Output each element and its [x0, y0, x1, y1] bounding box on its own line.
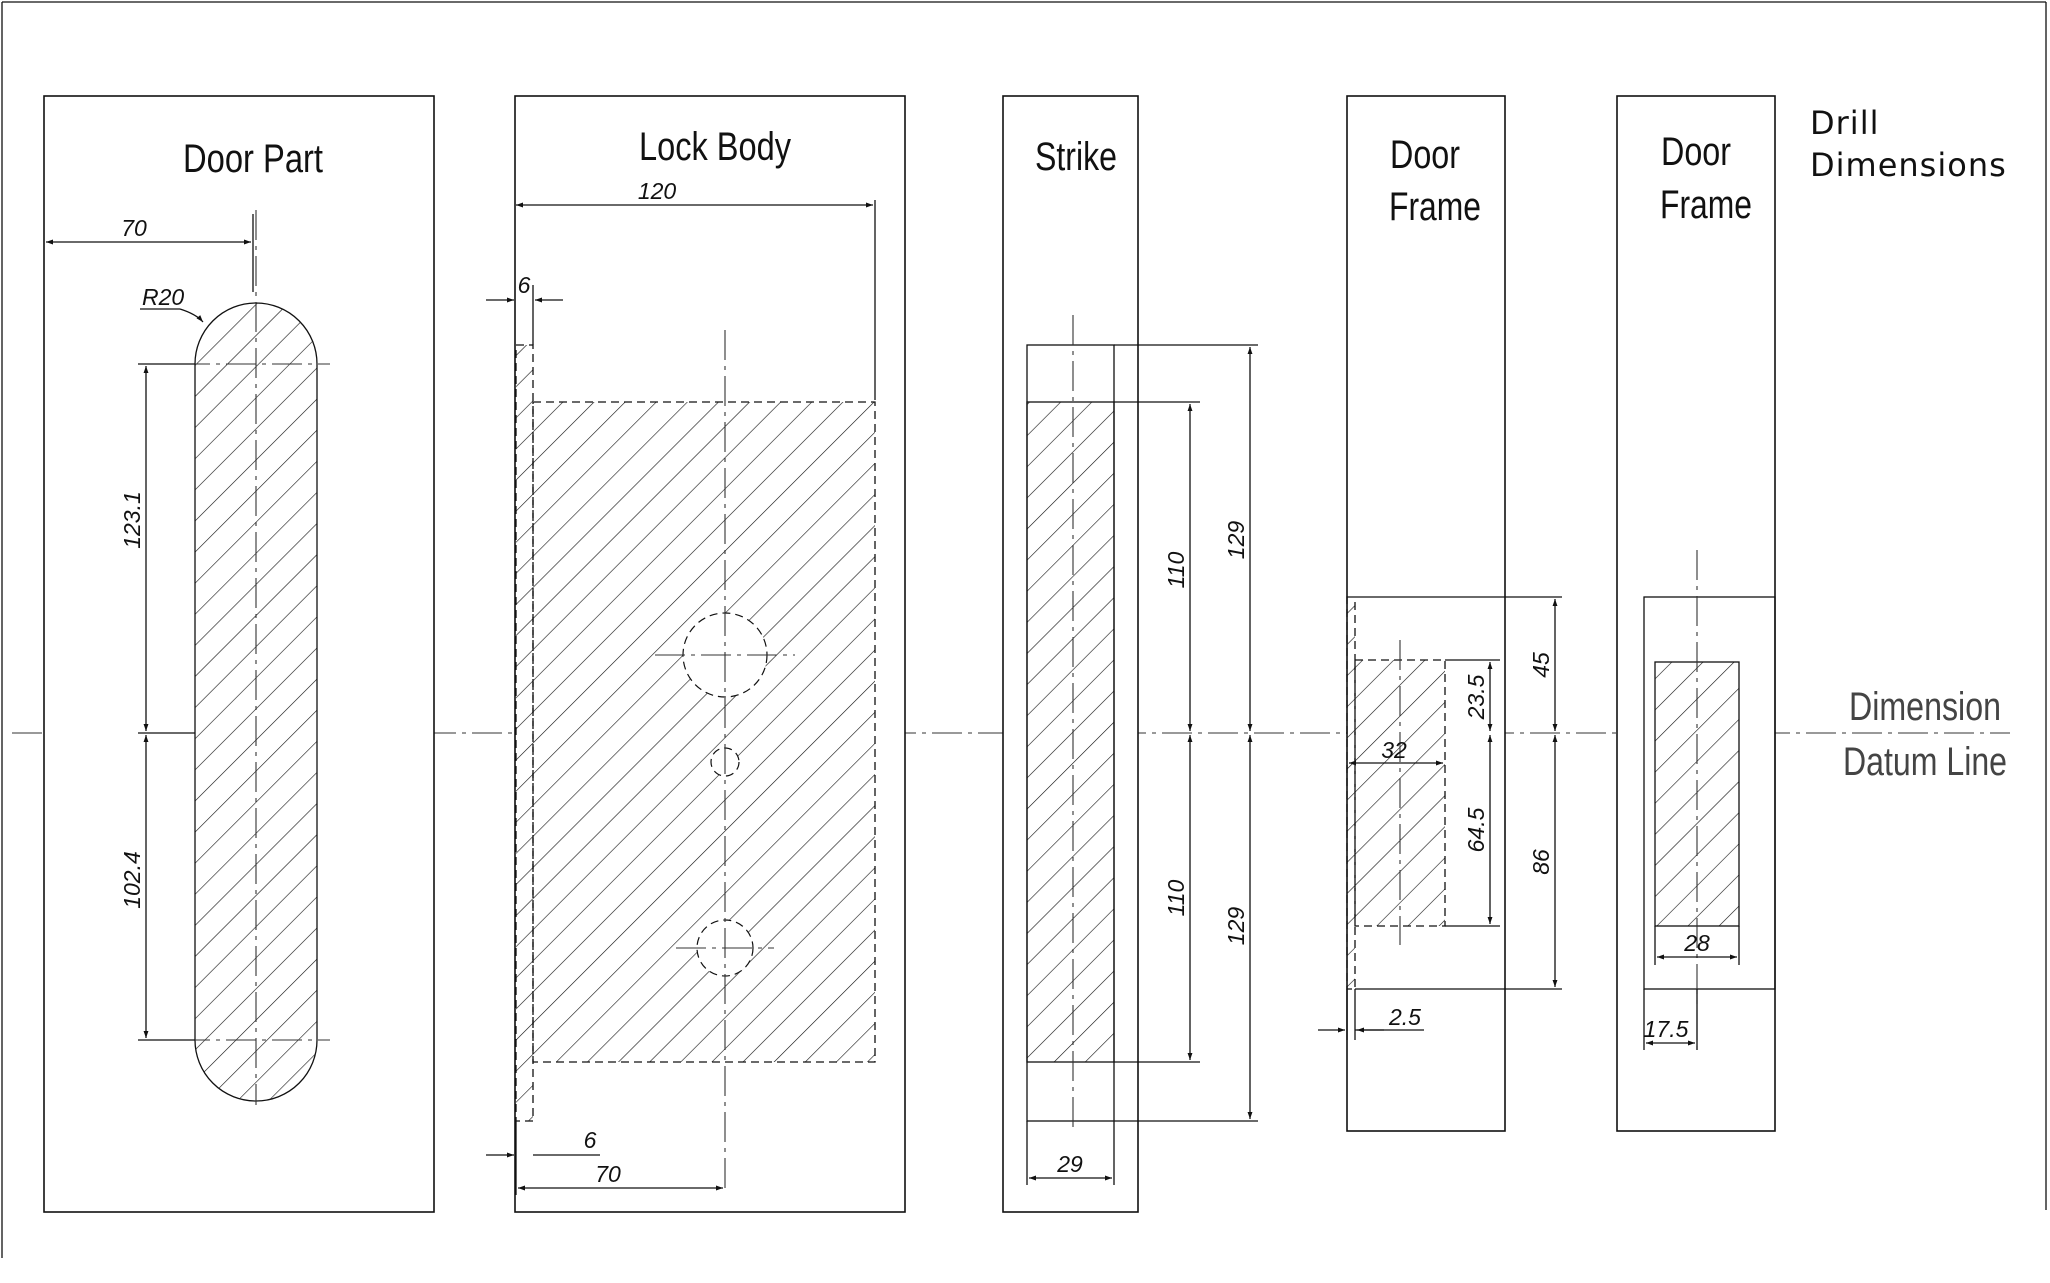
door-frame-2-title-line2: Frame	[1660, 183, 1752, 227]
datum-line-title-line2: Datum Line	[1843, 740, 2007, 784]
frame-2-width-dim: 28	[1683, 930, 1710, 956]
frame-2-offset-dim: 17.5	[1644, 1016, 1689, 1042]
frame-1-outer-lower-dim: 86	[1528, 849, 1554, 875]
door-part-radius-dim: R20	[142, 284, 184, 310]
frame-1-inner-upper-dim: 23.5	[1463, 674, 1489, 720]
lock-body-title: Lock Body	[639, 125, 791, 169]
door-part-width-dim: 70	[121, 215, 147, 241]
door-frame-1-panel: Door Frame 45 86 23.5 64.5 32 2.5	[1318, 95, 1562, 1132]
strike-width-dim: 29	[1056, 1151, 1083, 1177]
strike-panel: Strike 110 110 129 129 29	[1002, 95, 1258, 1213]
strike-pocket	[1026, 401, 1115, 1063]
door-frame-1-title-line1: Door	[1390, 133, 1460, 177]
lock-offset-dim: 6	[584, 1127, 597, 1153]
strike-title: Strike	[1035, 135, 1117, 179]
frame-2-outline	[1643, 596, 1776, 990]
door-part-upper-dim: 123.1	[119, 491, 145, 549]
strike-inner-lower-dim: 110	[1163, 879, 1189, 916]
lock-body-width-dim: 120	[638, 178, 677, 204]
lock-faceplate	[515, 344, 534, 1122]
strike-outer-lower-dim: 129	[1223, 907, 1249, 946]
door-frame-1-title-line2: Frame	[1389, 185, 1481, 229]
lock-faceplate-dim: 6	[518, 272, 531, 298]
strike-inner-upper-dim: 110	[1163, 551, 1189, 588]
datum-line-title-line1: Dimension	[1849, 685, 2001, 729]
sheet-border	[1, 1, 2047, 1258]
lock-backset-dim: 70	[595, 1161, 621, 1187]
frame-1-inner-lower-dim: 64.5	[1463, 807, 1489, 852]
door-part-title: Door Part	[183, 137, 323, 181]
door-frame-2-panel: Door Frame 28 17.5	[1616, 95, 1776, 1132]
drill-dimensions-title-line2: Dimensions	[1810, 146, 2007, 184]
door-part-panel: Door Part 70 R20 123.1 102.4	[43, 95, 435, 1213]
strike-outer-upper-dim: 129	[1223, 521, 1249, 560]
door-part-slot	[194, 302, 318, 1102]
lock-body-panel: Lock Body 120 6 6 70	[486, 95, 906, 1213]
frame-1-outer-upper-dim: 45	[1528, 652, 1554, 678]
frame-1-offset-strip	[1346, 596, 1356, 990]
door-frame-2-title-line1: Door	[1661, 130, 1731, 174]
drill-dimensions-title-line1: Drill	[1810, 104, 1879, 142]
frame-1-depth-dim: 32	[1381, 737, 1407, 763]
frame-1-offset-dim: 2.5	[1388, 1004, 1421, 1030]
door-part-lower-dim: 102.4	[119, 851, 145, 909]
